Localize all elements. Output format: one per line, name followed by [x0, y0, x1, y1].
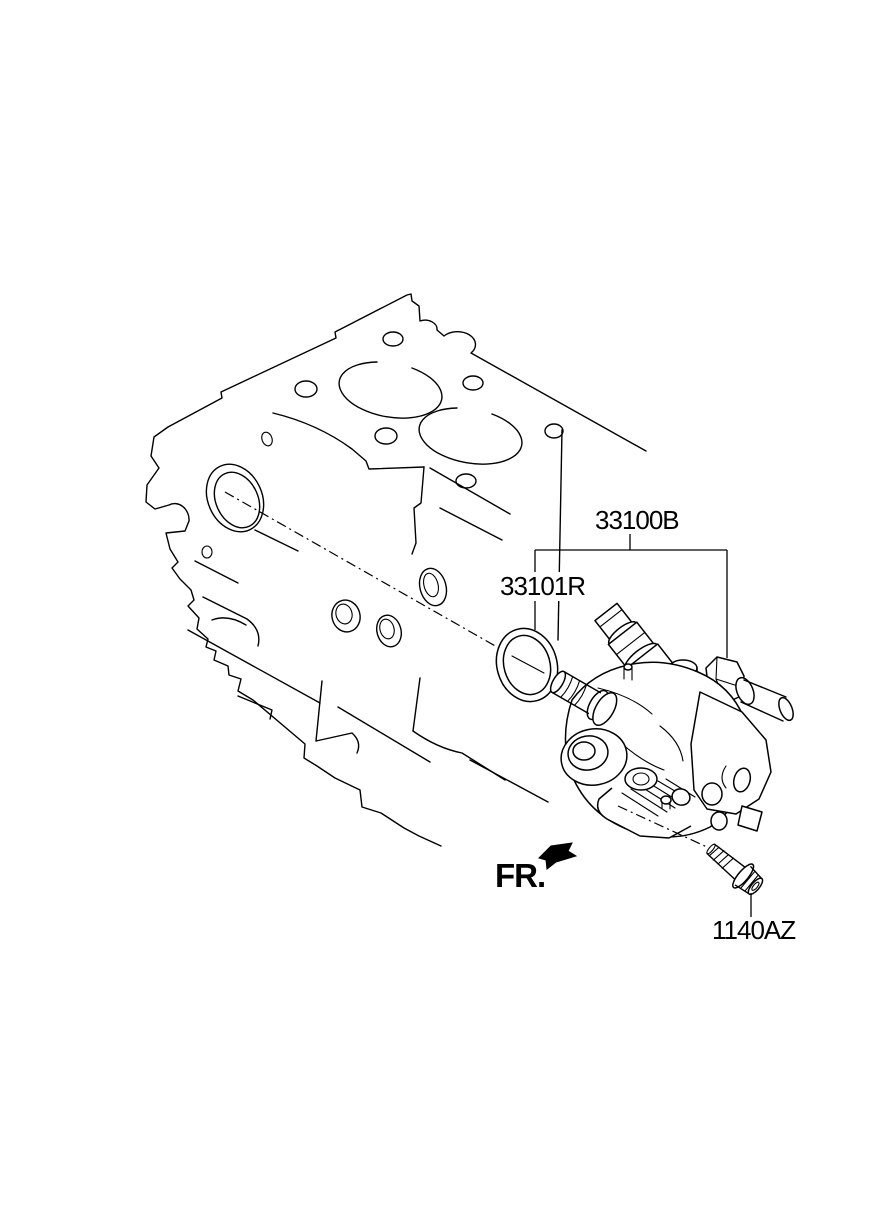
bolt-drawing: [706, 843, 764, 896]
bolt-axis-line: [617, 805, 708, 848]
engine-block-drawing: [145, 293, 647, 847]
label-front-indicator: FR.: [495, 857, 546, 894]
fuel-pump-drawing: [549, 602, 794, 839]
fr-arrow-icon: [538, 842, 578, 870]
label-pump-assembly: 33100B: [595, 505, 680, 535]
label-o-ring: 33101R: [497, 572, 589, 601]
o-ring-drawing: [495, 627, 559, 703]
label-bolt: 1140AZ: [712, 915, 796, 945]
